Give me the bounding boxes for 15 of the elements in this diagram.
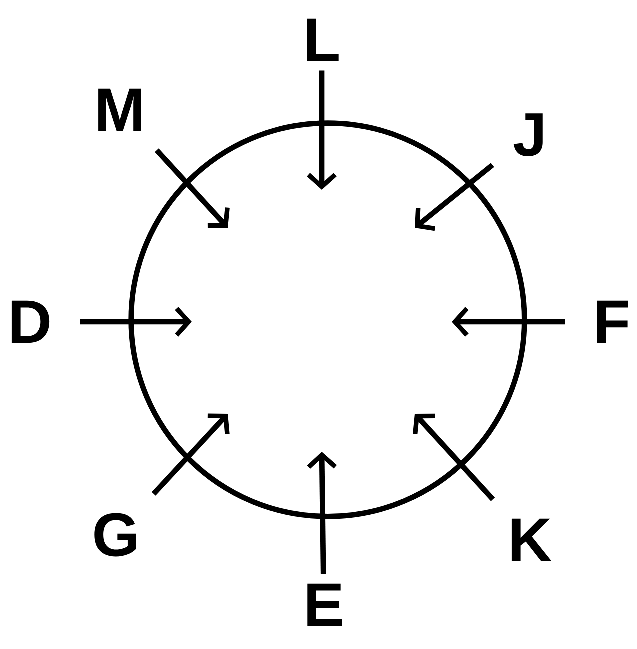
arrow [152,414,230,496]
arrow [413,414,496,502]
letter-label: L [307,18,339,62]
letter-label: K [512,518,552,562]
arrow [452,307,565,337]
arrow [307,70,337,190]
letter-label: F [597,300,628,344]
letter-label: G [94,513,136,557]
arrow [307,452,338,574]
letter-label: M [98,88,142,132]
arrow [155,148,230,228]
letter-label: J [514,114,543,156]
letter-label: E [308,584,342,626]
arrow [80,307,192,337]
letter-label: D [12,300,50,344]
